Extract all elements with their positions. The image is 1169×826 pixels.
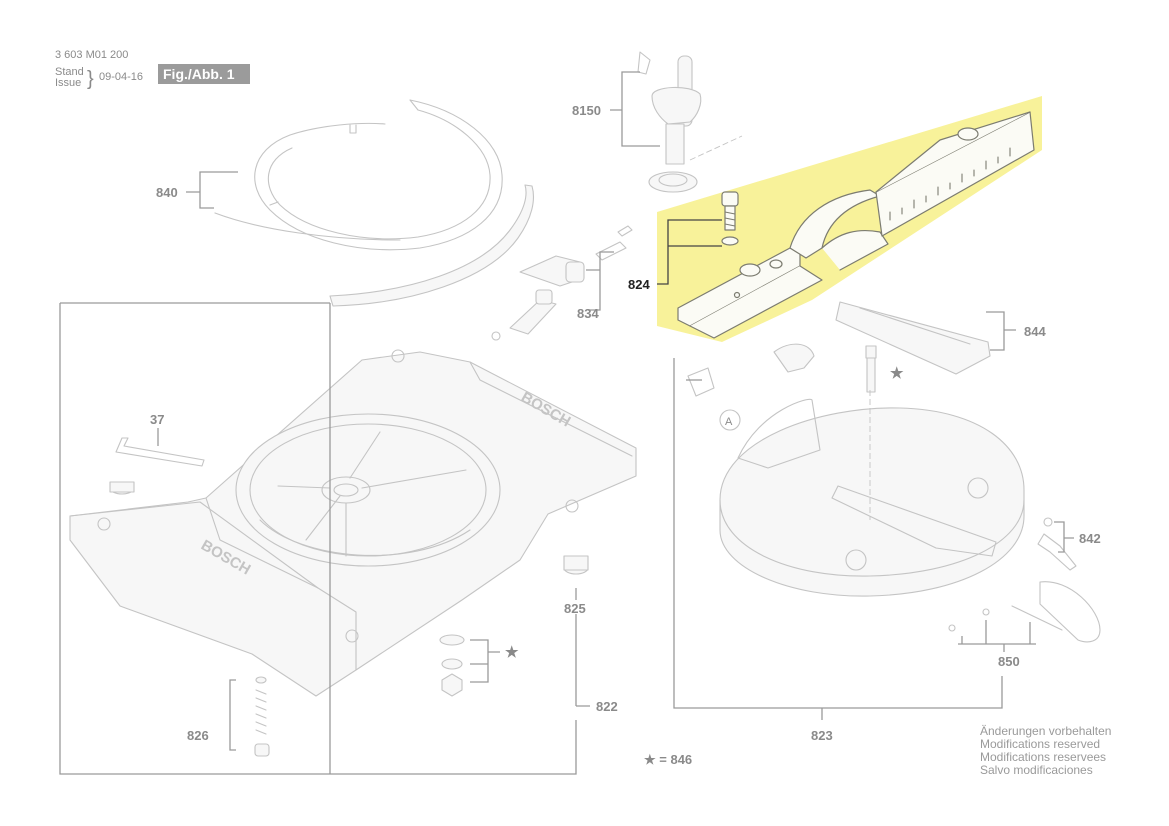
turntable-assembly: A [687,301,1025,597]
label-844: 844 [1024,324,1046,339]
label-834: 834 [577,306,599,321]
label-826: 826 [187,728,209,743]
label-823: 823 [811,728,833,743]
label-37: 37 [150,412,164,427]
leader-lines [59,71,1074,775]
issue-label: Issue [55,77,81,89]
note-en: Modifications reserved [980,737,1100,751]
note-de: Änderungen vorbehalten [980,724,1111,738]
document-header: 3 603 M01 200 Stand Issue } 09-04-16 Fig… [55,49,250,90]
doc-number: 3 603 M01 200 [55,49,128,61]
base-assembly: BOSCH BOSCH [69,349,637,697]
label-824: 824 [628,277,650,292]
modification-notes: Änderungen vorbehalten Modifications res… [980,724,1111,777]
stand-label: Stand [55,66,84,78]
small-parts-left [109,481,589,757]
part-840-ring [214,99,535,307]
label-8150: 8150 [572,103,601,118]
header-brace: } [87,68,94,90]
legend-star-846: ★ = 846 [644,752,692,767]
note-es: Salvo modificaciones [980,763,1093,777]
star-marker-left: ★ [505,644,519,661]
part-834-lever [491,225,633,341]
label-825: 825 [564,601,586,616]
small-parts-right [948,517,1101,643]
label-850: 850 [998,654,1020,669]
figure-label: Fig./Abb. 1 [163,66,235,82]
figure-badge [158,64,250,84]
label-840: 840 [156,185,178,200]
part-8150-knob [637,51,743,193]
part-824-fence [677,111,1035,339]
note-fr: Modifications reservees [980,750,1106,764]
label-822: 822 [596,699,618,714]
part-37-allen-key [115,437,205,467]
star-marker-right: ★ [890,365,904,382]
part-number-labels: 8150 840 824 834 844 37 842 825 850 822 … [150,103,1101,767]
issue-date: 09-04-16 [99,71,143,83]
callout-a: A [725,416,733,428]
label-842: 842 [1079,531,1101,546]
